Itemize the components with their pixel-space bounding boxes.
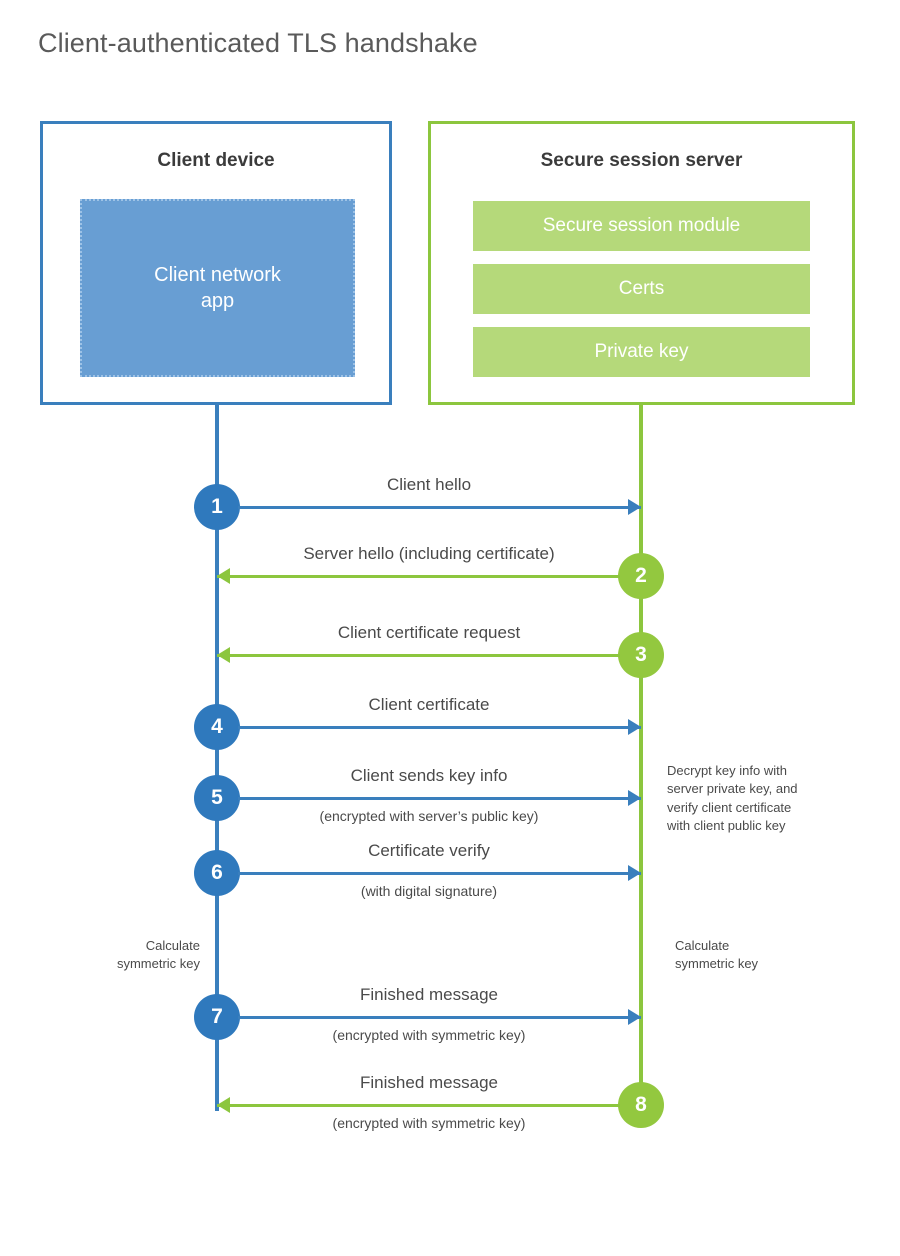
server-component-private-key: Private key (473, 327, 810, 377)
step-label-6: Certificate verify (368, 841, 490, 860)
step-label-3: Client certificate request (337, 623, 521, 642)
step-label-2: Server hello (including certificate) (303, 544, 555, 563)
arrow-head-6 (628, 865, 641, 881)
client-lifeline (215, 403, 219, 1111)
arrow-line-3 (217, 654, 620, 657)
step-number-badge-4[interactable]: 4 (194, 704, 240, 750)
server-component-secure-session-module: Secure session module (473, 201, 810, 251)
step-number-badge-7[interactable]: 7 (194, 994, 240, 1040)
step-sublabel-5: (encrypted with server’s public key) (319, 808, 539, 824)
arrow-line-1 (238, 506, 641, 509)
step-label-8: Finished message (360, 1073, 498, 1092)
arrow-head-8 (217, 1097, 230, 1113)
secure-session-server-title: Secure session server (540, 150, 743, 171)
arrow-line-2 (217, 575, 620, 578)
step-label-7: Finished message (360, 985, 498, 1004)
arrow-line-4 (238, 726, 641, 729)
step-number-badge-5[interactable]: 5 (194, 775, 240, 821)
arrow-head-2 (217, 568, 230, 584)
step-number-badge-8[interactable]: 8 (618, 1082, 664, 1128)
arrow-head-7 (628, 1009, 641, 1025)
server-lifeline (639, 403, 643, 1106)
arrow-line-8 (217, 1104, 620, 1107)
client-network-app-block: Client network app (80, 199, 355, 377)
step-number-badge-1[interactable]: 1 (194, 484, 240, 530)
note-calculate-symmetric-key-client: Calculate symmetric key (116, 938, 200, 972)
step-number-badge-6[interactable]: 6 (194, 850, 240, 896)
step-label-5: Client sends key info (350, 766, 508, 785)
arrow-line-6 (238, 872, 641, 875)
secure-session-server-box: Secure session server Secure session mod… (428, 121, 855, 405)
arrow-head-4 (628, 719, 641, 735)
client-device-box: Client device Client network app (40, 121, 392, 405)
arrow-head-5 (628, 790, 641, 806)
client-device-title: Client device (157, 150, 275, 171)
step-number-badge-2[interactable]: 2 (618, 553, 664, 599)
step-sublabel-8: (encrypted with symmetric key) (332, 1115, 526, 1131)
step-label-1: Client hello (386, 475, 472, 494)
step-sublabel-7: (encrypted with symmetric key) (332, 1027, 526, 1043)
note-calculate-symmetric-key-server: Calculate symmetric key (675, 938, 759, 972)
step-sublabel-6: (with digital signature) (360, 883, 498, 899)
server-component-certs: Certs (473, 264, 810, 314)
arrow-head-1 (628, 499, 641, 515)
page-title: Client-authenticated TLS handshake (38, 28, 478, 58)
note-decrypt-key-info: Decrypt key info with server private key… (667, 763, 798, 834)
arrow-head-3 (217, 647, 230, 663)
arrow-line-5 (238, 797, 641, 800)
arrow-line-7 (238, 1016, 641, 1019)
step-label-4: Client certificate (368, 695, 490, 714)
step-number-badge-3[interactable]: 3 (618, 632, 664, 678)
